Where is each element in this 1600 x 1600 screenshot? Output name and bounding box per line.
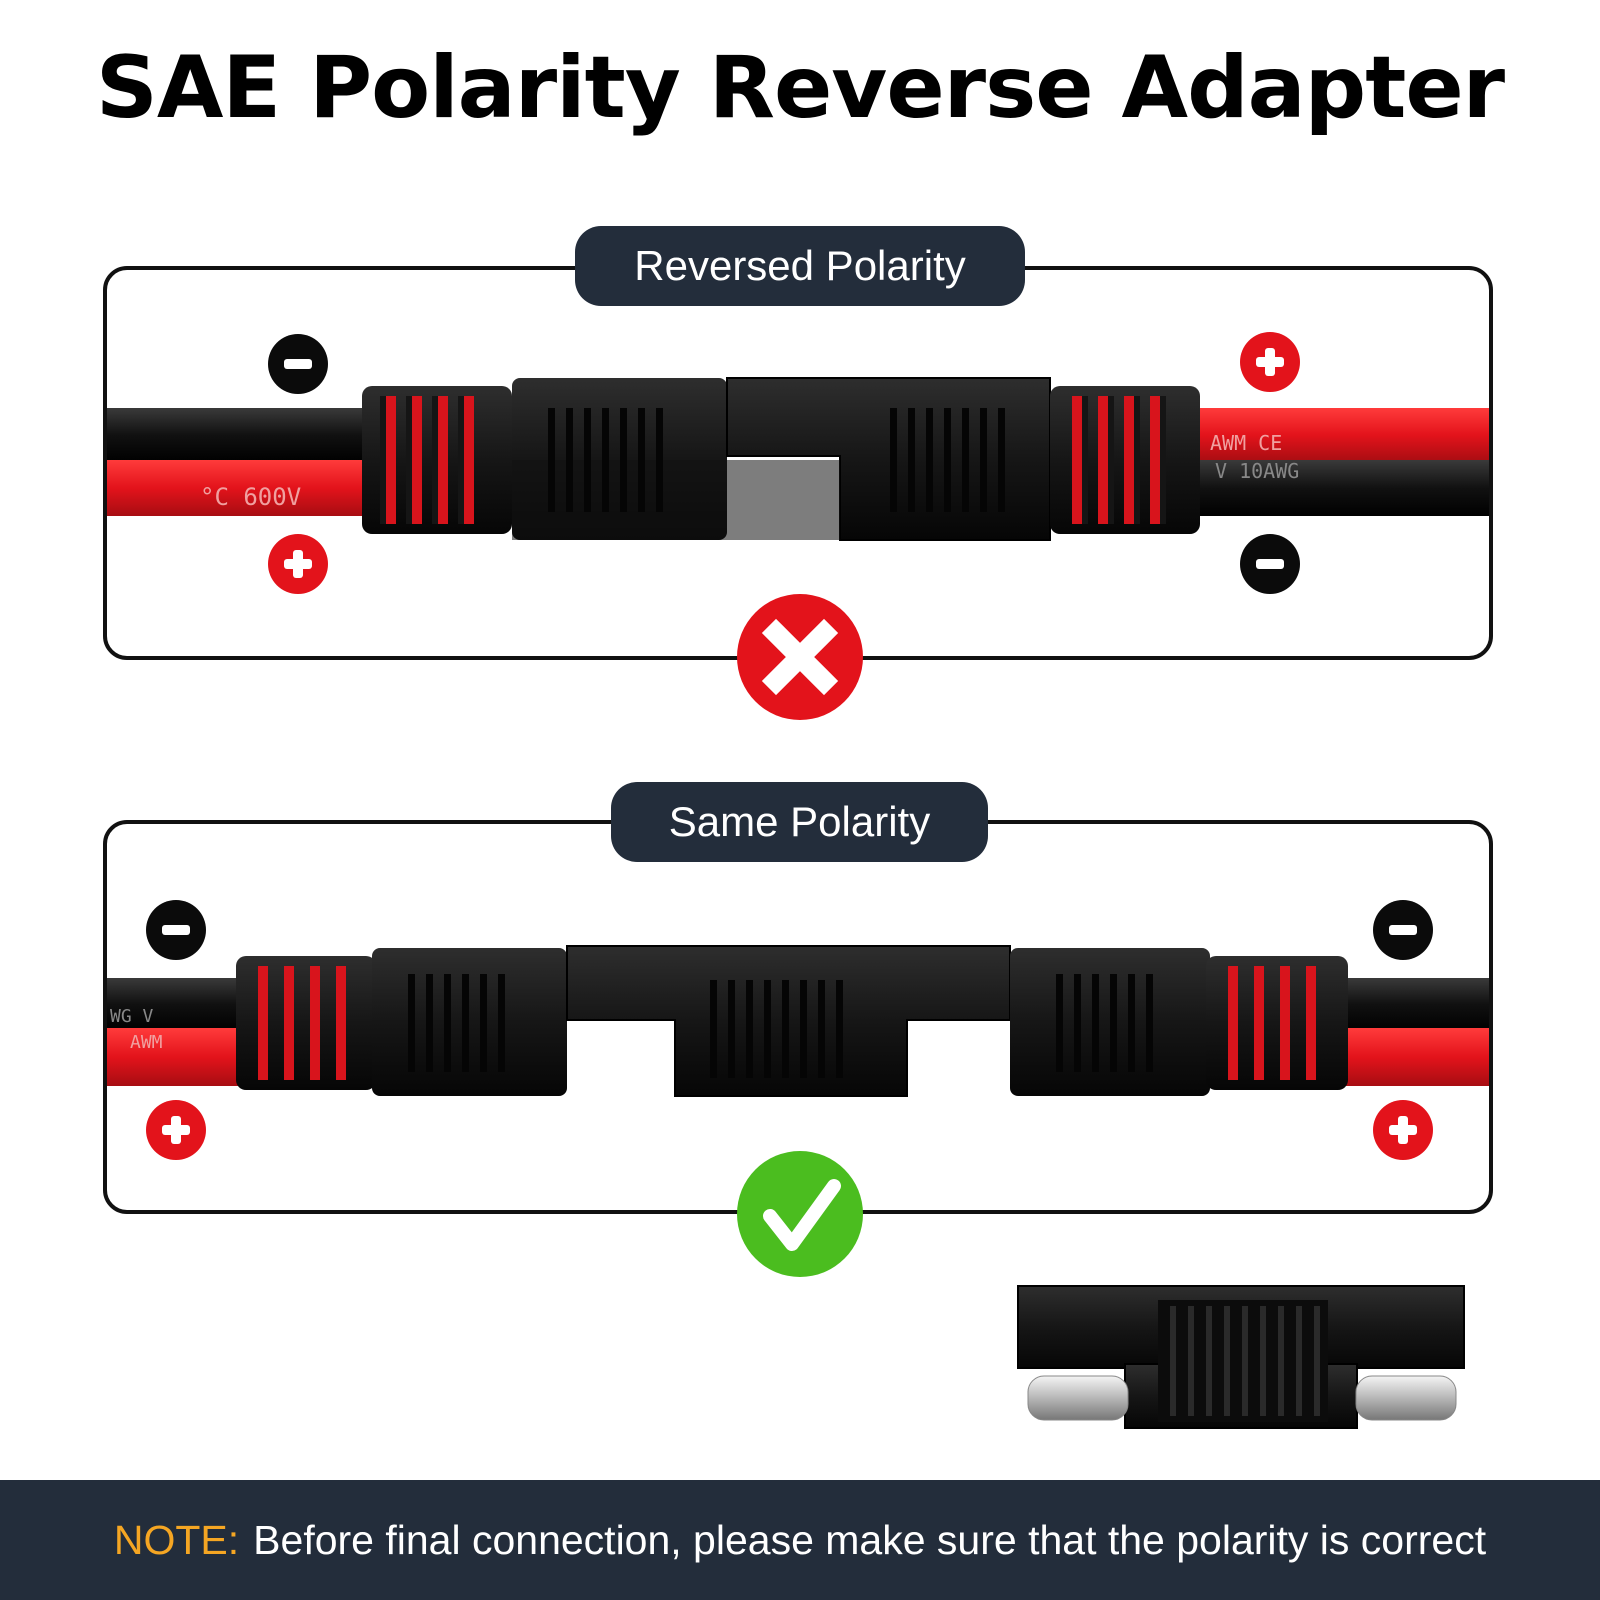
plus-icon — [146, 1100, 206, 1160]
same-connector-pair — [107, 978, 1489, 1086]
connector-boot — [1206, 956, 1348, 1090]
red-wire — [107, 1028, 250, 1086]
note-label: NOTE: — [113, 1516, 240, 1563]
correct-check-icon — [737, 1151, 863, 1277]
plus-icon — [268, 534, 328, 594]
plus-icon — [1240, 332, 1300, 392]
cable-print: WG V — [110, 1006, 154, 1027]
connector-boot — [236, 956, 376, 1090]
footer-note-bar: NOTE: Before final connection, please ma… — [0, 1480, 1600, 1600]
plus-icon — [1373, 1100, 1433, 1160]
minus-icon — [1373, 900, 1433, 960]
cable-print: V 10AWG — [1215, 459, 1299, 483]
cable-print: °C 600V — [200, 483, 301, 511]
red-wire — [1340, 1028, 1489, 1086]
black-wire — [107, 978, 250, 1030]
reversed-connector-pair — [107, 408, 1489, 516]
note-text: Before final connection, please make sur… — [253, 1516, 1487, 1563]
page-title: SAE Polarity Reverse Adapter — [95, 38, 1505, 138]
sae-adapter-product-icon — [1017, 1285, 1465, 1429]
minus-icon — [1240, 534, 1300, 594]
cable-print: AWM CE — [1210, 431, 1282, 455]
cable-print: AWM — [130, 1032, 163, 1053]
incorrect-x-icon — [737, 594, 863, 720]
reversed-polarity-label: Reversed Polarity — [575, 226, 1025, 306]
red-wire — [107, 460, 380, 516]
connector-housing — [372, 948, 567, 1096]
red-wire — [1190, 408, 1489, 462]
black-wire — [1190, 460, 1489, 516]
black-wire — [1340, 978, 1489, 1030]
minus-icon — [146, 900, 206, 960]
black-wire — [107, 408, 380, 462]
minus-icon — [268, 334, 328, 394]
same-polarity-label: Same Polarity — [611, 782, 988, 862]
